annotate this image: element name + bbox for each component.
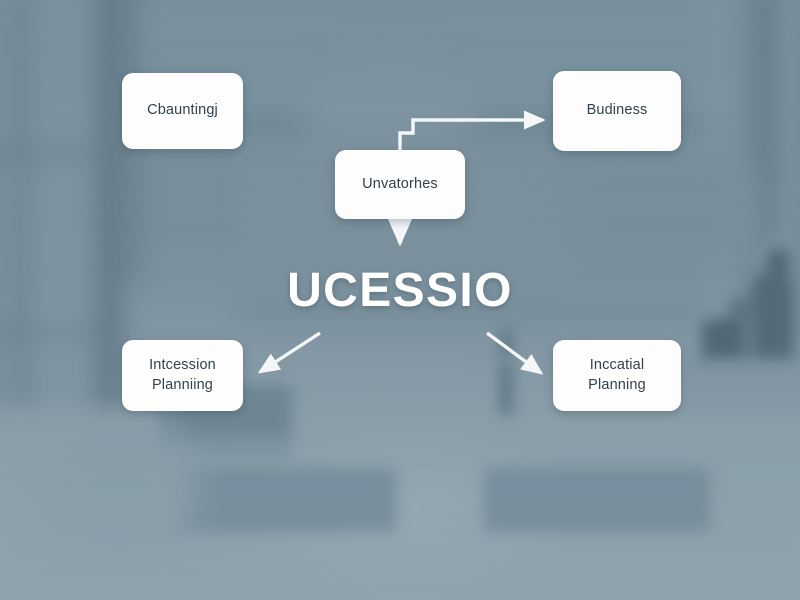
connector-innovations-to-business: [398, 110, 546, 150]
person-silhouette-head: [765, 248, 791, 276]
node-accounting-label: Cbauntingj: [147, 102, 218, 119]
node-financial-line-2: Planning: [588, 376, 646, 393]
connector-title-to-succession: [257, 331, 321, 374]
node-business-label: Budiness: [586, 102, 648, 119]
desk-surface: [690, 358, 800, 368]
left-window-mullion-1: [18, 0, 27, 420]
desk-front-panel: [690, 366, 800, 412]
right-wall-shadow: [760, 0, 776, 240]
node-succession-line-1: Intcession: [149, 356, 216, 373]
node-succession[interactable]: Intcession Planniing: [122, 340, 243, 411]
glass-top-rail: [240, 124, 760, 131]
left-window-rail-1: [0, 150, 112, 157]
person-silhouette-body: [752, 272, 794, 364]
node-financial[interactable]: Inccatial Planning: [553, 340, 681, 411]
node-succession-line-2: Planniing: [151, 376, 213, 393]
node-accounting[interactable]: Cbauntingj: [122, 73, 243, 149]
armchair-seat: [164, 436, 292, 458]
left-wall-shadow: [95, 0, 123, 450]
connector-title-to-financial: [485, 331, 544, 375]
sofa-right: [484, 468, 710, 532]
bokeh-blob-1: [300, 60, 480, 150]
left-window-mullion-2: [0, 0, 1, 420]
glass-bottom-rail: [240, 310, 760, 316]
person-silhouette-arm: [728, 300, 762, 313]
left-window-rail-2: [0, 330, 112, 336]
bokeh-blob-2: [560, 150, 760, 270]
center-title: UCESSIO: [287, 264, 513, 317]
bokeh-blob-3: [40, 430, 200, 550]
node-financial-line-1: Inccatial: [589, 356, 645, 373]
node-innovations[interactable]: Unvatorhes: [335, 150, 465, 219]
node-financial-label: Inccatial Planning: [588, 356, 646, 395]
node-succession-label: Intcession Planniing: [149, 356, 216, 395]
sofa-left: [170, 468, 396, 532]
node-innovations-label: Unvatorhes: [362, 175, 438, 192]
node-business[interactable]: Budiness: [553, 71, 681, 151]
